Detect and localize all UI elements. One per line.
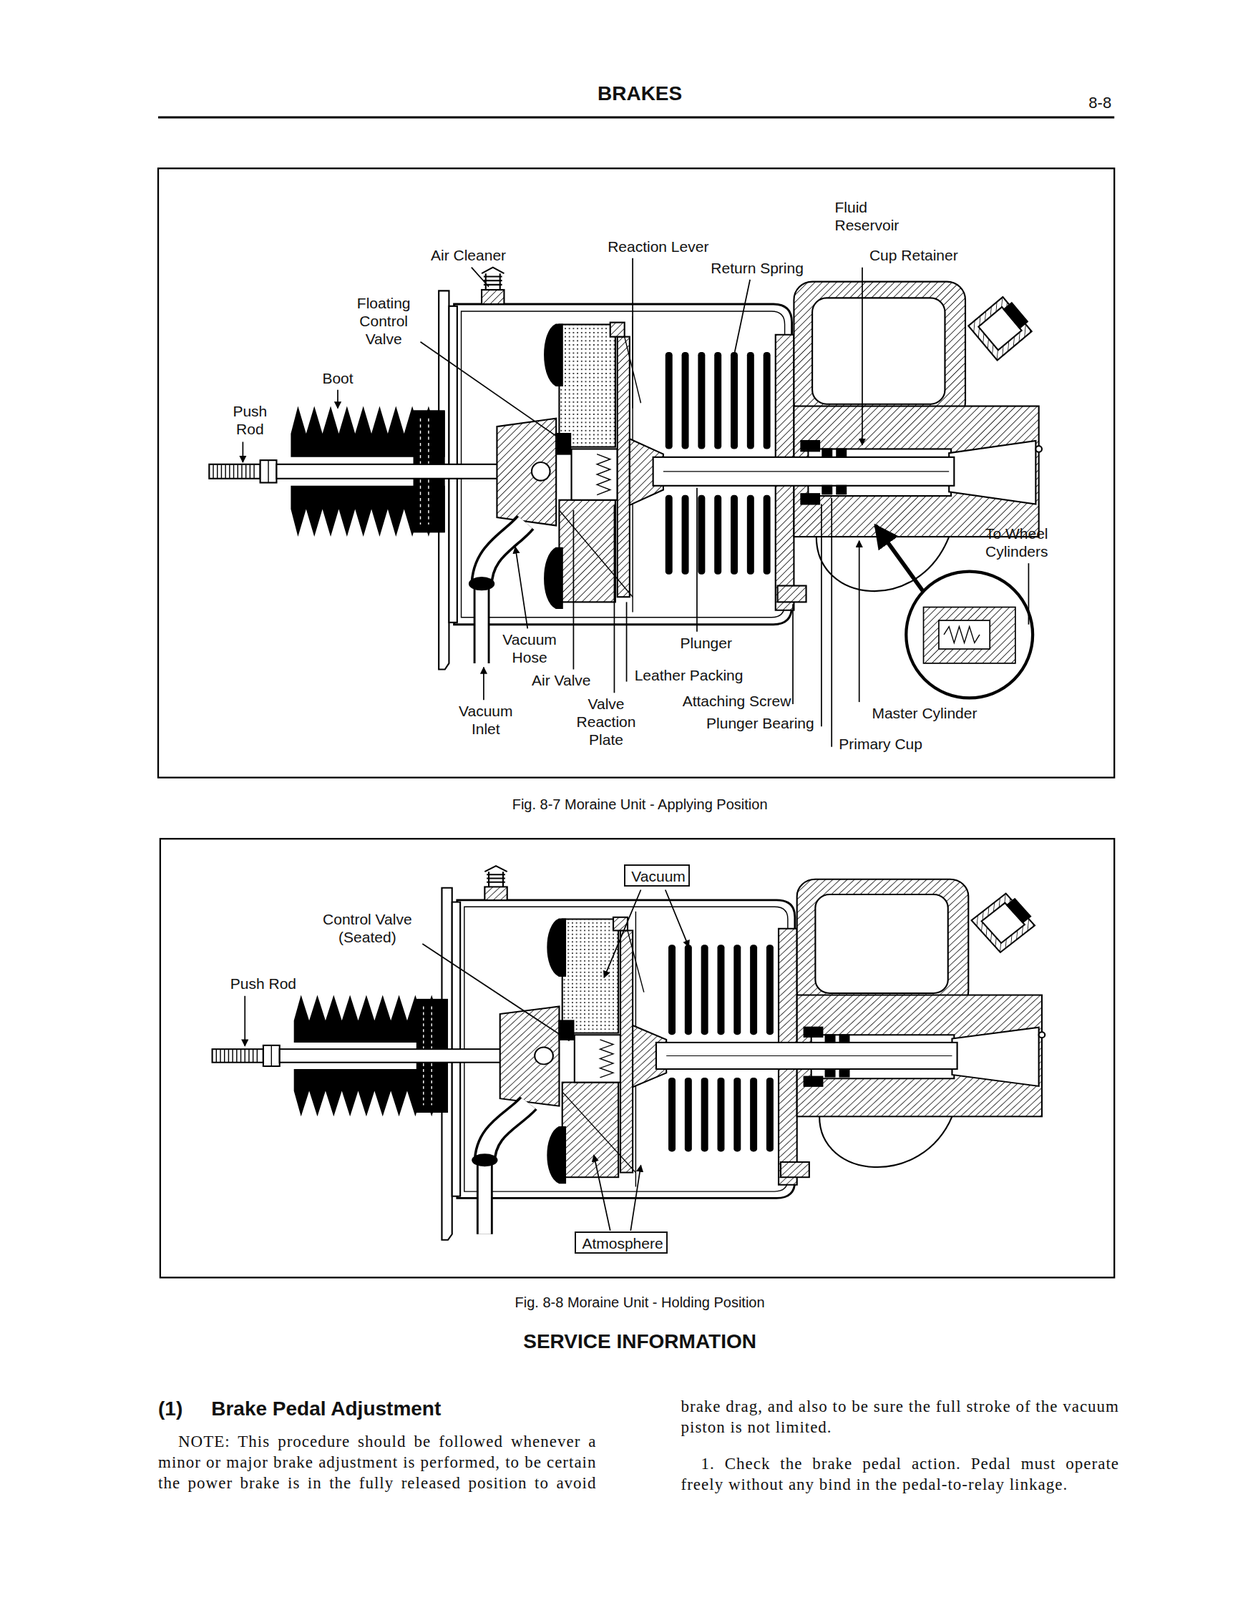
part-label: Valve Reaction Plate [572,694,641,750]
part-label: Vacuum Hose [497,630,562,667]
leader-line [820,503,823,727]
section-number: (1) [158,1397,183,1420]
leader-line [734,279,750,353]
part-label: Control Valve (Seated) [313,910,421,947]
page-number: 8-8 [1088,93,1112,113]
leader-line [483,667,485,701]
leader-line [573,510,575,670]
leader-line [420,342,558,438]
leader-line [613,505,616,693]
leader-line [631,258,634,409]
part-label: Return Spring [710,259,804,277]
part-label: Air Valve [531,671,591,690]
detail-inset [943,626,980,644]
leader-line [593,1154,611,1231]
part-label: Floating Control Valve [347,294,420,349]
part-label: Air Cleaner [430,246,506,265]
header-rule [158,116,1115,119]
detail-inset [938,620,990,650]
leader-line [696,488,698,632]
leader-line [792,603,794,705]
part-label: Attaching Screw [682,691,792,710]
detail-inset [875,525,924,592]
heading-line: (1) Brake Pedal Adjustment [158,1396,597,1422]
part-label: Primary Cup [838,734,923,753]
part-label: Push Rod [230,402,270,438]
boxed-label: Vacuum [624,864,690,887]
part-label: Push Rod [230,974,297,993]
leader-line [858,540,861,702]
leader-line [626,601,628,682]
part-label: To Wheel Cylinders [976,524,1049,561]
detail-inset [923,606,1016,663]
section-heading: SERVICE INFORMATION [523,1329,757,1354]
leader-line [515,546,528,629]
figure-frame [158,168,1115,778]
part-label: Cup Retainer [869,246,959,265]
boxed-label: Atmosphere [574,1231,668,1254]
leader-line [861,267,864,446]
box-text: Atmosphere [581,1235,661,1253]
body-paragraph: 1. Check the brake pedal action. Pedal m… [681,1453,1120,1495]
box-text: Vacuum [631,868,683,886]
figure-caption: Fig. 8-8 Moraine Unit - Holding Position [515,1293,765,1311]
leader-line [337,390,339,409]
part-label: Plunger [680,634,733,652]
leader-line [830,498,833,748]
figure-frame [160,838,1115,1278]
leader-line [471,267,489,287]
leader-line [603,889,641,978]
part-label: Master Cylinder [871,704,977,723]
leader-line [242,441,245,463]
leader-line [242,258,1029,748]
part-label: Plunger Bearing [706,714,815,733]
booster-cutaway [212,865,1046,1241]
leader-line [422,943,569,1041]
leader-line [630,1165,641,1231]
detail-inset [905,571,1033,699]
leader-line [244,889,689,1231]
text-columns: (1)Brake Pedal AdjustmentNOTE: This proc… [158,1396,1120,1503]
leader-line [1028,563,1030,625]
leader-line [244,996,246,1047]
part-label: Fluid Reservoir [834,198,917,234]
part-label: Boot [322,369,353,388]
part-label: Vacuum Inlet [453,702,519,738]
leader-line [665,889,690,947]
part-label: Leather Packing [634,666,744,685]
subsection-heading: Brake Pedal Adjustment [211,1397,441,1420]
page-header: BRAKES [597,81,682,106]
figure-caption: Fig. 8-7 Moraine Unit - Applying Positio… [512,795,768,813]
part-label: Reaction Lever [607,237,709,256]
